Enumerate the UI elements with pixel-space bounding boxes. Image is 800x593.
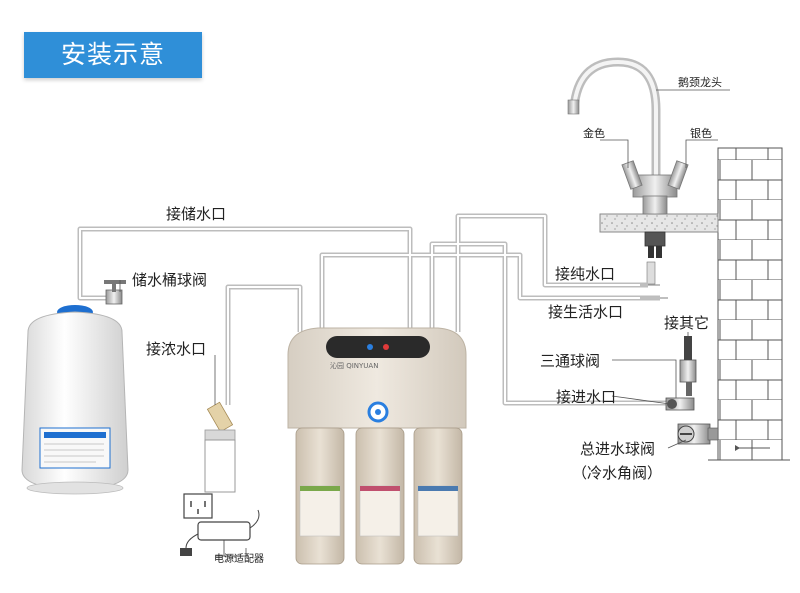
faucet-callouts xyxy=(600,89,730,168)
product-brand: 沁园 QINYUAN xyxy=(330,362,379,370)
label-storage-outlet: 接储水口 xyxy=(166,205,227,223)
power-adapter xyxy=(180,509,260,557)
label-angle-valve: （冷水角阀） xyxy=(572,464,663,482)
label-gold: 金色 xyxy=(583,127,605,140)
storage-tank xyxy=(21,305,129,495)
label-tank-valve: 储水桶球阀 xyxy=(132,271,208,289)
label-other: 接其它 xyxy=(664,314,710,332)
purifier-machine xyxy=(287,327,467,429)
label-silver: 银色 xyxy=(690,127,712,140)
tank-ball-valve xyxy=(104,280,126,305)
label-pure-outlet: 接纯水口 xyxy=(555,265,616,283)
label-callouts xyxy=(119,280,689,557)
brick-wall xyxy=(708,147,790,461)
pipes-highlight xyxy=(79,215,670,405)
waste-fitting xyxy=(204,401,236,493)
wall-valves xyxy=(665,336,719,445)
power-outlet xyxy=(183,493,213,519)
label-life-outlet: 接生活水口 xyxy=(548,303,624,321)
label-tee-valve: 三通球阀 xyxy=(540,352,601,370)
page-title: 安装示意 xyxy=(24,32,202,78)
label-main-valve: 总进水球阀 xyxy=(580,440,656,458)
countertop xyxy=(599,213,719,233)
label-inlet: 接进水口 xyxy=(556,388,617,406)
label-faucet: 鹅颈龙头 xyxy=(678,76,722,89)
label-waste-outlet: 接浓水口 xyxy=(146,340,207,358)
gooseneck-faucet xyxy=(567,57,689,285)
label-adapter: 电源适配器 xyxy=(214,554,264,565)
filter-cartridges xyxy=(295,427,463,565)
